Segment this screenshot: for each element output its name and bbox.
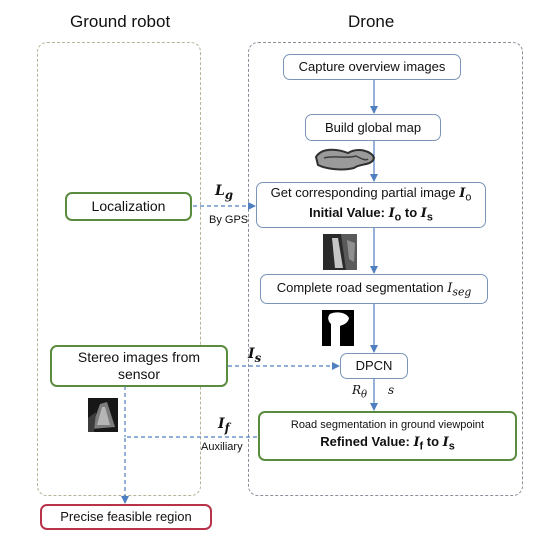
- if-symbol: I: [218, 416, 225, 432]
- stereo-images-box: Stereo images from sensor: [50, 345, 228, 387]
- if-edge-label: If: [218, 416, 230, 435]
- complete-segmentation-label: Complete road segmentation: [276, 279, 448, 295]
- lg-subscript: g: [224, 187, 233, 202]
- partial-image-label: Get corresponding partial image: [270, 185, 460, 201]
- precise-feasible-region-box: Precise feasible region: [40, 504, 212, 530]
- dpcn-box: DPCN: [340, 353, 408, 379]
- initial-value-subscript-to: s: [426, 211, 433, 224]
- refined-value-line: Refined Value: If to Is: [320, 434, 455, 454]
- partial-image-symbol: I: [459, 186, 466, 202]
- complete-segmentation-symbol: I: [447, 280, 453, 296]
- auxiliary-label: Auxiliary: [201, 441, 243, 453]
- capture-overview-box: Capture overview images: [283, 54, 461, 80]
- complete-segmentation-subscript: seg: [452, 285, 472, 299]
- initial-value-symbol-from: I: [388, 206, 395, 221]
- refined-value-label: Refined Value:: [320, 433, 414, 449]
- partial-image-subscript: o: [465, 192, 472, 205]
- build-global-map-box: Build global map: [305, 114, 441, 141]
- refined-value-symbol-from: I: [413, 434, 420, 450]
- refined-value-to: to: [423, 433, 443, 449]
- partial-image-box: Get corresponding partial image Io Initi…: [256, 182, 486, 228]
- partial-image-line: Get corresponding partial image Io: [271, 185, 472, 205]
- global-map-thumbnail: [314, 148, 376, 171]
- dpcn-label: DPCN: [355, 358, 393, 374]
- refined-value-symbol-to: I: [442, 434, 449, 450]
- stereo-images-label-line1: Stereo images from: [77, 349, 201, 366]
- complete-segmentation-box: Complete road segmentation Iseg: [260, 274, 488, 304]
- initial-value-symbol-to: I: [420, 206, 427, 221]
- build-global-map-label: Build global map: [324, 119, 422, 135]
- capture-overview-label: Capture overview images: [298, 59, 446, 75]
- road-segmentation-label: Road segmentation in ground viewpoint: [290, 418, 485, 431]
- r-theta-label: Rθ: [352, 383, 367, 400]
- arrow-road-seg-to-precise: [121, 436, 257, 504]
- is-symbol: I: [248, 346, 255, 362]
- s-label: s: [388, 383, 395, 397]
- initial-value-line: Initial Value: Io to Is: [309, 205, 433, 225]
- is-subscript: s: [254, 350, 262, 365]
- r-theta-symbol: R: [352, 383, 362, 397]
- is-edge-label: Is: [248, 346, 261, 365]
- drone-title: Drone: [348, 12, 395, 31]
- initial-value-subscript-from: o: [394, 211, 402, 224]
- localization-box: Localization: [65, 192, 192, 221]
- r-theta-subscript: θ: [361, 389, 368, 401]
- refined-value-subscript-from: f: [419, 440, 424, 453]
- initial-value-to: to: [401, 205, 421, 220]
- precise-feasible-region-label: Precise feasible region: [60, 509, 192, 525]
- lg-symbol: L: [215, 183, 225, 199]
- ground-robot-title: Ground robot: [70, 12, 171, 31]
- refined-value-subscript-to: s: [448, 440, 455, 453]
- drone-lane: [248, 42, 523, 496]
- if-subscript: f: [224, 420, 230, 435]
- partial-image-thumbnail: [323, 234, 357, 270]
- ground-robot-lane: [37, 42, 201, 496]
- road-segmentation-box: Road segmentation in ground viewpoint Re…: [258, 411, 517, 461]
- lg-edge-label: Lg: [215, 183, 233, 202]
- stereo-image-thumbnail: [88, 398, 118, 432]
- localization-label: Localization: [91, 198, 166, 215]
- stereo-images-label-line2: sensor: [117, 366, 161, 382]
- by-gps-label: By GPS: [209, 214, 249, 226]
- initial-value-label: Initial Value:: [309, 205, 389, 220]
- complete-segmentation-line: Complete road segmentation Iseg: [277, 280, 472, 299]
- segmentation-mask-thumbnail: [322, 310, 354, 346]
